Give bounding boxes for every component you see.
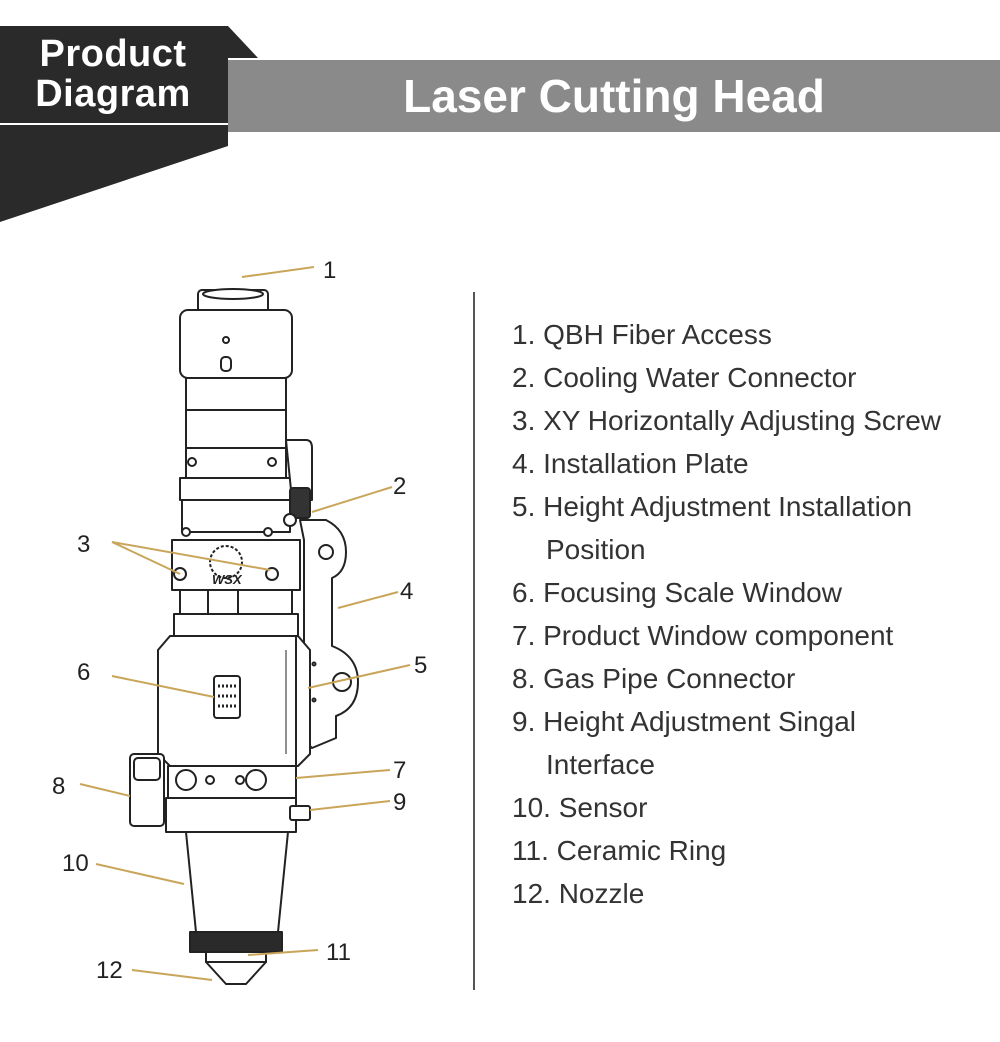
qbh-slot (220, 356, 232, 372)
callout-10: 10 (62, 850, 89, 877)
gas-connector-base (165, 797, 297, 833)
logo-text: WSX (212, 572, 243, 587)
legend-item: 4. Installation Plate (512, 448, 749, 479)
badge-title: Product Diagram (0, 34, 226, 114)
callout-2: 2 (393, 473, 406, 500)
legend-item-continued: Interface (546, 749, 655, 780)
cooling-connector (289, 487, 311, 519)
window-knob-left (175, 769, 197, 791)
qbh-opening (202, 288, 264, 300)
fiber-screw-left (187, 457, 197, 467)
callout-4: 4 (400, 578, 413, 605)
legend-item-continued: Position (546, 534, 646, 565)
window-screw-right (235, 775, 245, 785)
callout-7: 7 (393, 757, 406, 784)
window-screw-left (205, 775, 215, 785)
callout-12: 12 (96, 957, 123, 984)
plate-hole-top (318, 544, 334, 560)
leader-lines (79, 266, 411, 981)
ceramic-ring (189, 931, 283, 953)
callout-1: 1 (323, 257, 336, 284)
legend-item: 8. Gas Pipe Connector (512, 663, 796, 694)
legend-item: 10. Sensor (512, 792, 648, 823)
legend-item: 6. Focusing Scale Window (512, 577, 842, 608)
collar-screw-right (263, 527, 273, 537)
legend-item: 3. XY Horizontally Adjusting Screw (512, 405, 942, 436)
sensor (185, 831, 289, 933)
legend-item: 11. Ceramic Ring (512, 835, 727, 866)
window-knob-right (245, 769, 267, 791)
legend-item: 1. QBH Fiber Access (512, 319, 772, 350)
title-bar (228, 60, 1000, 132)
xy-screw-right (265, 567, 279, 581)
signal-interface (289, 805, 311, 821)
side-dot-2 (311, 697, 317, 703)
divider (473, 292, 475, 990)
collar-lower (181, 499, 291, 533)
qbh-pin (222, 336, 230, 344)
xy-window (207, 589, 239, 615)
callout-5: 5 (414, 652, 427, 679)
collar-screw-left (181, 527, 191, 537)
legend-item: 7. Product Window component (512, 620, 894, 651)
head-illustration (129, 288, 359, 985)
legend-item: 5. Height Adjustment Installation (512, 491, 913, 522)
parts-legend: 1. QBH Fiber Access 2. Cooling Water Con… (512, 313, 992, 915)
nozzle (205, 961, 267, 985)
legend-item: 2. Cooling Water Connector (512, 362, 857, 393)
laser-cutting-head-diagram: 1 2 3 4 5 6 7 8 9 10 11 12 WSX (52, 257, 427, 985)
header-graphics (0, 26, 1000, 222)
side-dot-1 (311, 661, 317, 667)
callout-9: 9 (393, 789, 406, 816)
badge-line-2: Diagram (35, 73, 191, 115)
collar (179, 477, 293, 501)
callout-6: 6 (77, 659, 90, 686)
cooling-screw (283, 513, 297, 527)
legend-item: 9. Height Adjustment Singal (512, 706, 856, 737)
callout-8: 8 (52, 773, 65, 800)
callout-3: 3 (77, 531, 90, 558)
cooling-bracket (285, 439, 313, 501)
badge-line-1: Product (39, 33, 187, 75)
fiber-screw-right (267, 457, 277, 467)
main-body-top (173, 613, 299, 637)
qbh-cap (179, 309, 293, 379)
callout-labels: 1 2 3 4 5 6 7 8 9 10 11 12 (52, 257, 427, 984)
gas-connector-cap (133, 757, 161, 781)
legend-item: 12. Nozzle (512, 878, 645, 909)
callout-11: 11 (326, 939, 351, 966)
page-title: Laser Cutting Head (403, 70, 825, 122)
